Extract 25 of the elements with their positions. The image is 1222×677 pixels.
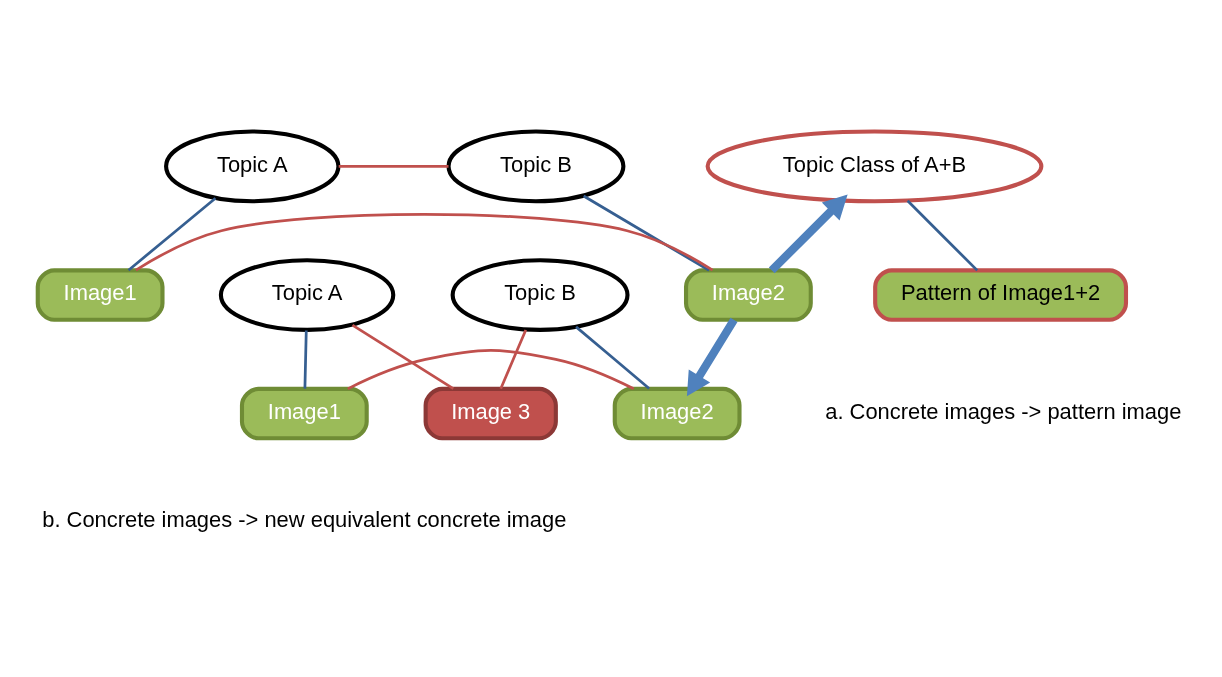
node-box: Image1 [35, 267, 165, 322]
node-ellipse: Topic A [164, 129, 341, 203]
arrow [768, 194, 848, 273]
node-box: Image1 [239, 386, 369, 440]
node-ellipse: Topic B [450, 257, 630, 332]
connector [338, 164, 449, 168]
node-ellipse: Topic Class of A+B [705, 129, 1044, 203]
connector [135, 212, 714, 271]
node-ellipse: Topic B [446, 129, 626, 203]
label: a. Concrete images -> pattern image [825, 398, 1182, 424]
node-box: Pattern of Image1+2 [873, 267, 1129, 322]
connector [347, 348, 635, 390]
label: b. Concrete images -> new equivalent concrete image [42, 506, 567, 532]
node-box: Image 3 [423, 386, 558, 440]
connector [906, 199, 979, 271]
arrow [686, 317, 738, 396]
node-box: Image2 [684, 267, 813, 322]
node-ellipse: Topic A [218, 257, 396, 332]
connector [351, 323, 454, 390]
node-box: Image2 [612, 386, 742, 440]
connector [499, 328, 528, 389]
connector [303, 330, 308, 389]
connector [575, 325, 651, 390]
connector [582, 194, 710, 272]
connector [127, 196, 217, 271]
